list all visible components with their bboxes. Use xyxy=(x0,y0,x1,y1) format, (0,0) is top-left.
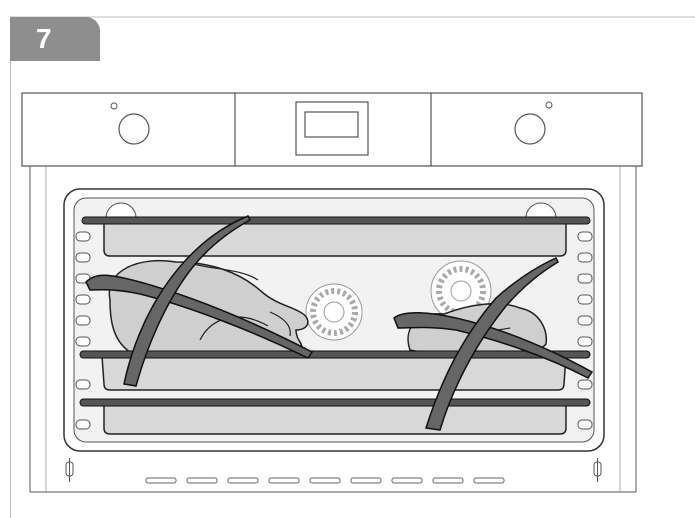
left-lamp-icon xyxy=(105,202,137,219)
step-number-badge: 7 xyxy=(10,17,100,61)
left-fan-grille xyxy=(305,283,363,341)
right-shelf-supports xyxy=(577,231,593,430)
right-knob-icon xyxy=(514,101,553,145)
left-shelf-supports xyxy=(75,231,91,430)
left-knob-icon xyxy=(110,102,150,145)
top-tray xyxy=(81,216,591,257)
right-oven-glove xyxy=(393,257,594,431)
door-vent-slots xyxy=(145,477,505,484)
left-oven-glove xyxy=(85,215,314,387)
middle-tray xyxy=(79,350,591,391)
oven-body xyxy=(29,166,637,493)
step-number: 7 xyxy=(36,23,52,54)
display-icon xyxy=(295,101,369,156)
right-lamp-icon xyxy=(525,202,557,219)
left-hinge-icon xyxy=(65,458,74,482)
right-hinge-icon xyxy=(593,458,602,482)
bottom-tray xyxy=(79,398,591,435)
